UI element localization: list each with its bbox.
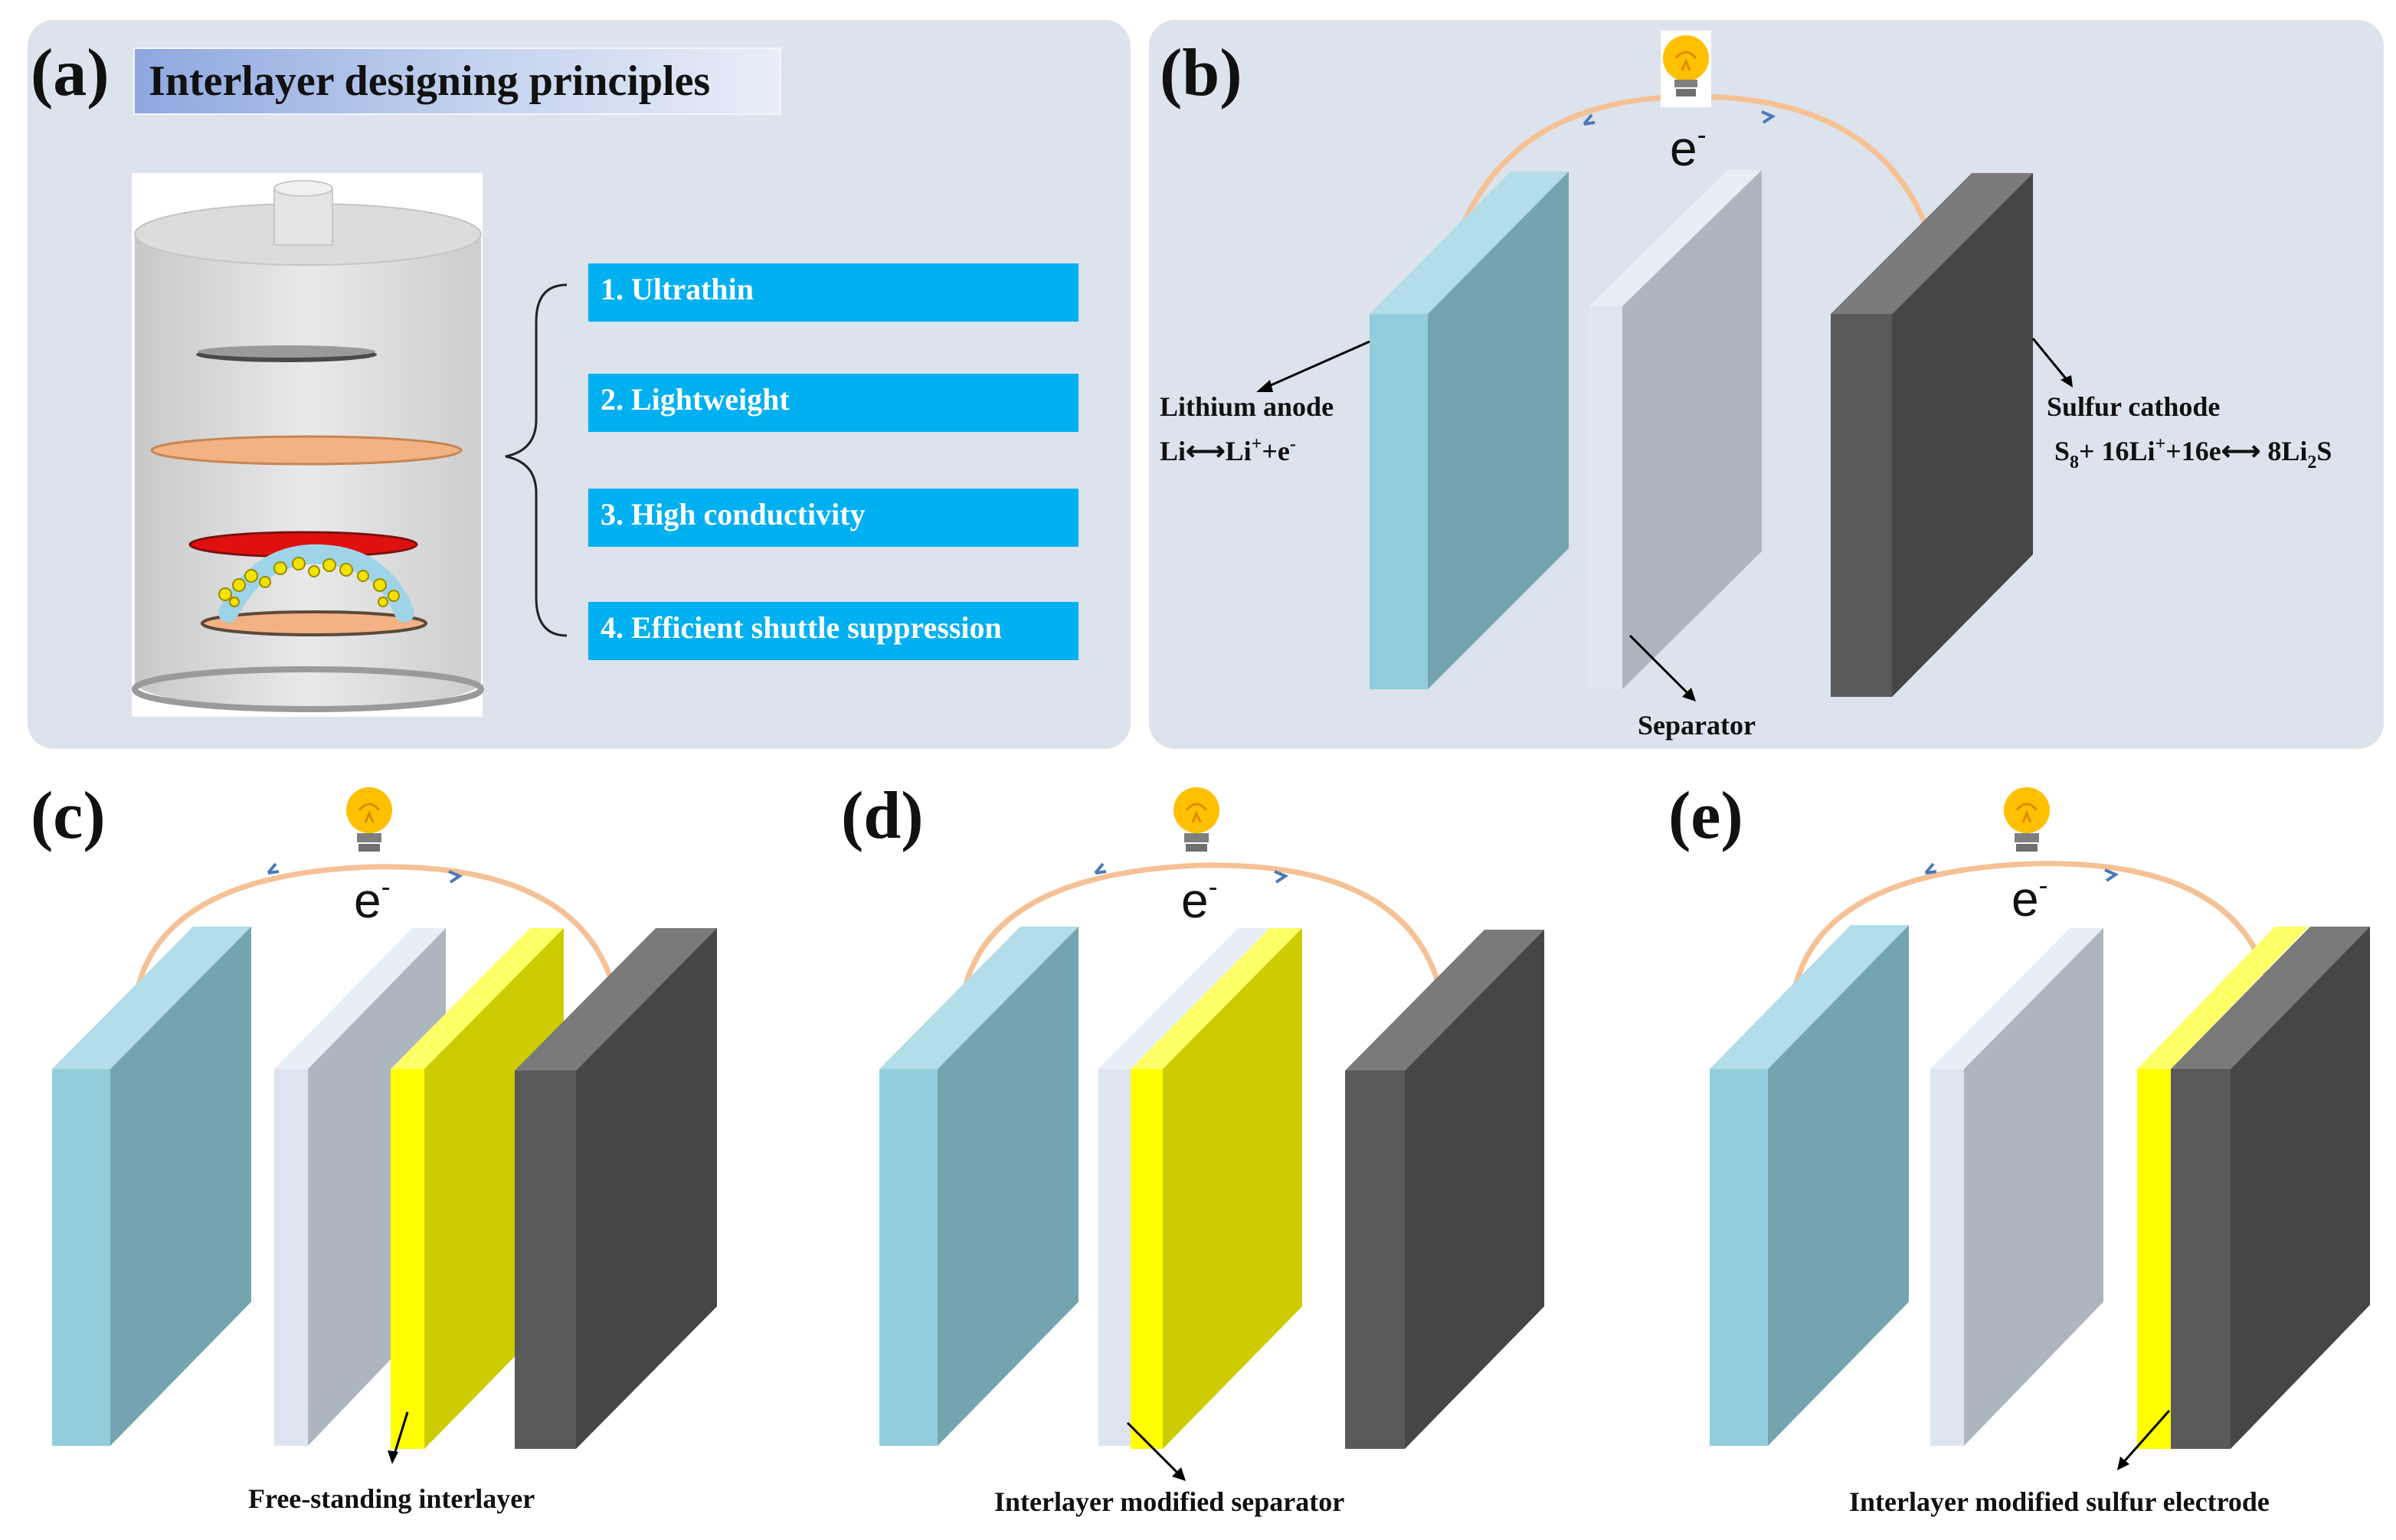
panel-d-separator-front xyxy=(1098,1069,1131,1446)
panel-d-electron-label: e- xyxy=(1181,871,1218,928)
panel-c-anode-side xyxy=(110,927,251,1446)
panel-e-diagram xyxy=(1710,787,2370,1470)
panel-b-anode-front xyxy=(1370,314,1428,689)
panel-d-interlayer-side xyxy=(1163,928,1302,1449)
panel-b-cathode-side xyxy=(1892,173,2033,697)
panel-b-separator-side xyxy=(1622,170,1762,689)
panel-b-bulb-icon xyxy=(1661,31,1711,107)
panel-b-background xyxy=(1149,20,2384,749)
lithium-anode-label: Lithium anode xyxy=(1160,391,1334,422)
panel-c-bulb-icon xyxy=(346,787,392,852)
panel-e-bulb-icon xyxy=(2004,787,2050,852)
panel-d-cathode-side xyxy=(1405,930,1544,1449)
cell-cylinder-bottom xyxy=(132,666,484,712)
principle-high-conductivity: 3. High conductivity xyxy=(588,489,1079,547)
panel-c-interlayer-front xyxy=(391,1069,424,1449)
panel-e-interlayer-front xyxy=(2137,1069,2171,1449)
panel-b-anode-top xyxy=(1370,172,1569,314)
panel-d-caption: Interlayer modified separator xyxy=(994,1486,1345,1517)
principles-brace xyxy=(505,283,568,637)
panel-e-cathode-front xyxy=(2171,1069,2231,1449)
principles-title-box: Interlayer designing principles xyxy=(133,47,781,115)
panel-e-electron-label: e- xyxy=(2011,869,2048,927)
panel-d-cathode-front xyxy=(1345,1071,1405,1449)
panel-c-electron-label: e- xyxy=(354,871,391,928)
panel-d-diagram xyxy=(879,787,1544,1481)
panel-a-label: (a) xyxy=(31,36,110,110)
panel-e-separator-side xyxy=(1964,928,2103,1446)
lithium-anode-reaction: Li⟷Li++e- xyxy=(1160,434,1296,466)
panel-d-anode-side xyxy=(938,927,1079,1446)
panel-c-cathode-side xyxy=(576,928,717,1449)
cell-terminal xyxy=(273,188,333,246)
panel-e-separator-front xyxy=(1930,1069,1964,1446)
panel-e-anode-front xyxy=(1710,1069,1768,1446)
panel-e-anode-side xyxy=(1768,925,1909,1446)
panel-b-cathode-top xyxy=(1831,173,2033,314)
principle-lightweight: 2. Lightweight xyxy=(588,374,1079,432)
panel-d-label: (d) xyxy=(841,779,924,853)
panel-d-interlayer-front xyxy=(1131,1069,1163,1449)
cathode-disc xyxy=(201,610,427,636)
panel-c-caption: Free-standing interlayer xyxy=(248,1483,535,1514)
panel-e-cathode-side xyxy=(2231,927,2370,1449)
panel-c-label: (c) xyxy=(31,779,106,853)
separator-disc xyxy=(150,435,463,466)
panel-d-anode-front xyxy=(879,1069,938,1446)
panel-e-label: (e) xyxy=(1668,779,1743,853)
principles-title: Interlayer designing principles xyxy=(149,57,711,105)
panel-b-anode-side xyxy=(1428,172,1569,689)
separator-label: Separator xyxy=(1638,710,1756,741)
panel-c-anode-front xyxy=(52,1069,110,1446)
panel-c-diagram xyxy=(52,787,717,1464)
panel-c-separator-front xyxy=(274,1069,308,1446)
panel-e-caption: Interlayer modified sulfur electrode xyxy=(1849,1486,2270,1517)
panel-c-cathode-front xyxy=(515,1071,576,1449)
polysulfide-particles xyxy=(218,557,400,607)
panel-b-separator-top xyxy=(1589,170,1762,306)
principle-ultrathin: 1. Ultrathin xyxy=(588,263,1079,322)
sulfur-cathode-reaction: S8+ 16Li++16e⟷ 8Li2S xyxy=(2054,434,2332,472)
panel-b-separator-front xyxy=(1589,306,1622,689)
panel-d-bulb-icon xyxy=(1173,787,1219,852)
principle-shuttle-suppression: 4. Efficient shuttle suppression xyxy=(588,602,1079,660)
panel-b-electron-arrow-left xyxy=(1583,113,1596,126)
sulfur-cathode-label: Sulfur cathode xyxy=(2047,391,2221,422)
panel-b-cathode-front xyxy=(1831,314,1892,697)
panel-b-electron-label: e- xyxy=(1670,119,1707,176)
panel-b-label: (b) xyxy=(1160,36,1242,110)
panel-b-electron-arrow-right xyxy=(1761,110,1776,124)
